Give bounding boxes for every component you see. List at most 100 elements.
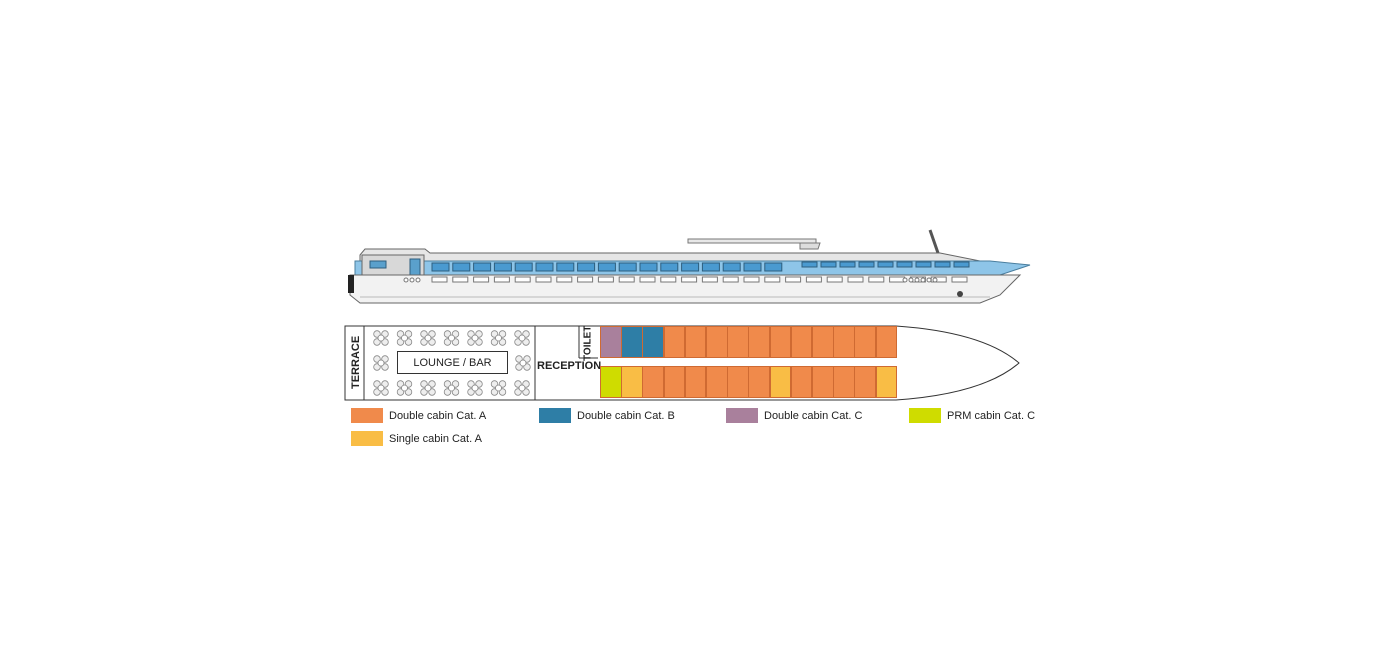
hull-window: [556, 276, 573, 283]
cabin-single-a: [875, 366, 898, 398]
cabin-double-a: [854, 326, 877, 358]
cabin-double-a: [663, 326, 686, 358]
reception-label: RECEPTION: [537, 360, 602, 372]
hull-window: [701, 276, 718, 283]
cabin-double-a: [854, 366, 877, 398]
lounge-table: [420, 330, 436, 346]
porthole: [926, 277, 932, 283]
legend-swatch: [909, 408, 941, 423]
legend-label: Double cabin Cat. A: [389, 409, 487, 422]
legend-label: Single cabin Cat. A: [389, 432, 482, 445]
ship-window: [896, 261, 913, 268]
hull-window: [639, 276, 656, 283]
cabin-double-a: [812, 366, 834, 398]
cabin-double-c: [600, 326, 622, 358]
lounge-table: [420, 380, 436, 396]
legend-label: PRM cabin Cat. C: [947, 409, 1036, 422]
hull-window: [889, 276, 906, 283]
hull-window: [452, 276, 469, 283]
terrace-label: TERRACE: [350, 335, 362, 389]
ship-windows: [431, 261, 970, 272]
legend-label: Double cabin Cat. B: [577, 409, 675, 422]
cabin-double-a: [727, 326, 749, 358]
lounge-table: [467, 330, 483, 346]
cabin-double-a: [833, 366, 855, 398]
cabin-double-a: [748, 366, 771, 398]
legend-single-a: Single cabin Cat. A: [351, 431, 482, 446]
ship-window: [556, 262, 575, 272]
hull-window: [618, 276, 635, 283]
cabin-double-a: [727, 366, 749, 398]
hull-window: [826, 276, 843, 283]
porthole: [908, 277, 914, 283]
cabin-prm-c: [600, 366, 622, 398]
hull-window: [577, 276, 594, 283]
cabin-double-a: [706, 366, 728, 398]
porthole: [914, 277, 920, 283]
cabin-double-a: [684, 326, 707, 358]
hull-window: [868, 276, 885, 283]
ship-window: [877, 261, 894, 268]
lounge-table: [490, 380, 507, 396]
hull-window: [597, 276, 614, 283]
lounge-table: [373, 330, 389, 346]
lounge-table: [396, 330, 413, 346]
portholes: [403, 276, 968, 283]
legend-swatch: [351, 408, 383, 423]
lounge-table: [443, 330, 460, 346]
ship-mast: [928, 229, 940, 254]
hull-window: [743, 276, 760, 283]
cabin-single-a: [621, 366, 643, 398]
upper-superstructure: [359, 248, 981, 262]
ship-window: [493, 262, 512, 272]
lounge-table: [514, 380, 530, 396]
sun-deck-canopy: [687, 238, 817, 244]
cabin-double-a: [812, 326, 834, 358]
ship-window: [618, 262, 637, 272]
lounge-table: [467, 380, 483, 396]
cabin-double-a: [790, 366, 813, 398]
hull-window: [493, 276, 510, 283]
anchor-icon: [957, 291, 963, 297]
cabin-double-a: [642, 366, 665, 398]
hull-window: [805, 276, 822, 283]
lounge-table: [514, 330, 530, 346]
cabin-double-a: [663, 366, 686, 398]
ship-window: [597, 262, 616, 272]
legend-double-c: Double cabin Cat. C: [726, 408, 862, 423]
lounge-table: [490, 330, 507, 346]
hull-window: [764, 276, 781, 283]
hull-window: [785, 276, 802, 283]
ship-window: [764, 262, 783, 272]
hull-window: [431, 276, 448, 283]
ship-window: [820, 261, 837, 268]
ship-window: [722, 262, 741, 272]
toilet-label: TOILET: [582, 325, 594, 361]
hull-window: [951, 276, 968, 283]
ship-window: [431, 262, 450, 272]
ship-window: [915, 261, 932, 268]
legend-label: Double cabin Cat. C: [764, 409, 863, 422]
porthole: [932, 277, 938, 283]
ship-window: [639, 262, 658, 272]
ship-window: [953, 261, 970, 268]
porthole: [403, 277, 409, 283]
legend-swatch: [539, 408, 571, 423]
porthole: [415, 277, 421, 283]
cabin-double-a: [748, 326, 771, 358]
ship-window: [514, 262, 533, 272]
cabin-single-a: [769, 366, 792, 398]
lounge-tables: [373, 330, 531, 396]
legend-swatch: [726, 408, 758, 423]
legend-prm-c: PRM cabin Cat. C: [909, 408, 1035, 423]
ship-window: [934, 261, 951, 268]
legend-double-a: Double cabin Cat. A: [351, 408, 486, 423]
cabin-double-a: [684, 366, 707, 398]
ship-window: [535, 262, 554, 272]
cabin-double-b: [642, 326, 665, 358]
lounge-table: [373, 355, 389, 371]
ship-side-view: [348, 229, 1031, 304]
porthole: [409, 277, 415, 283]
ship-window: [801, 261, 818, 268]
ship-window: [858, 261, 875, 268]
